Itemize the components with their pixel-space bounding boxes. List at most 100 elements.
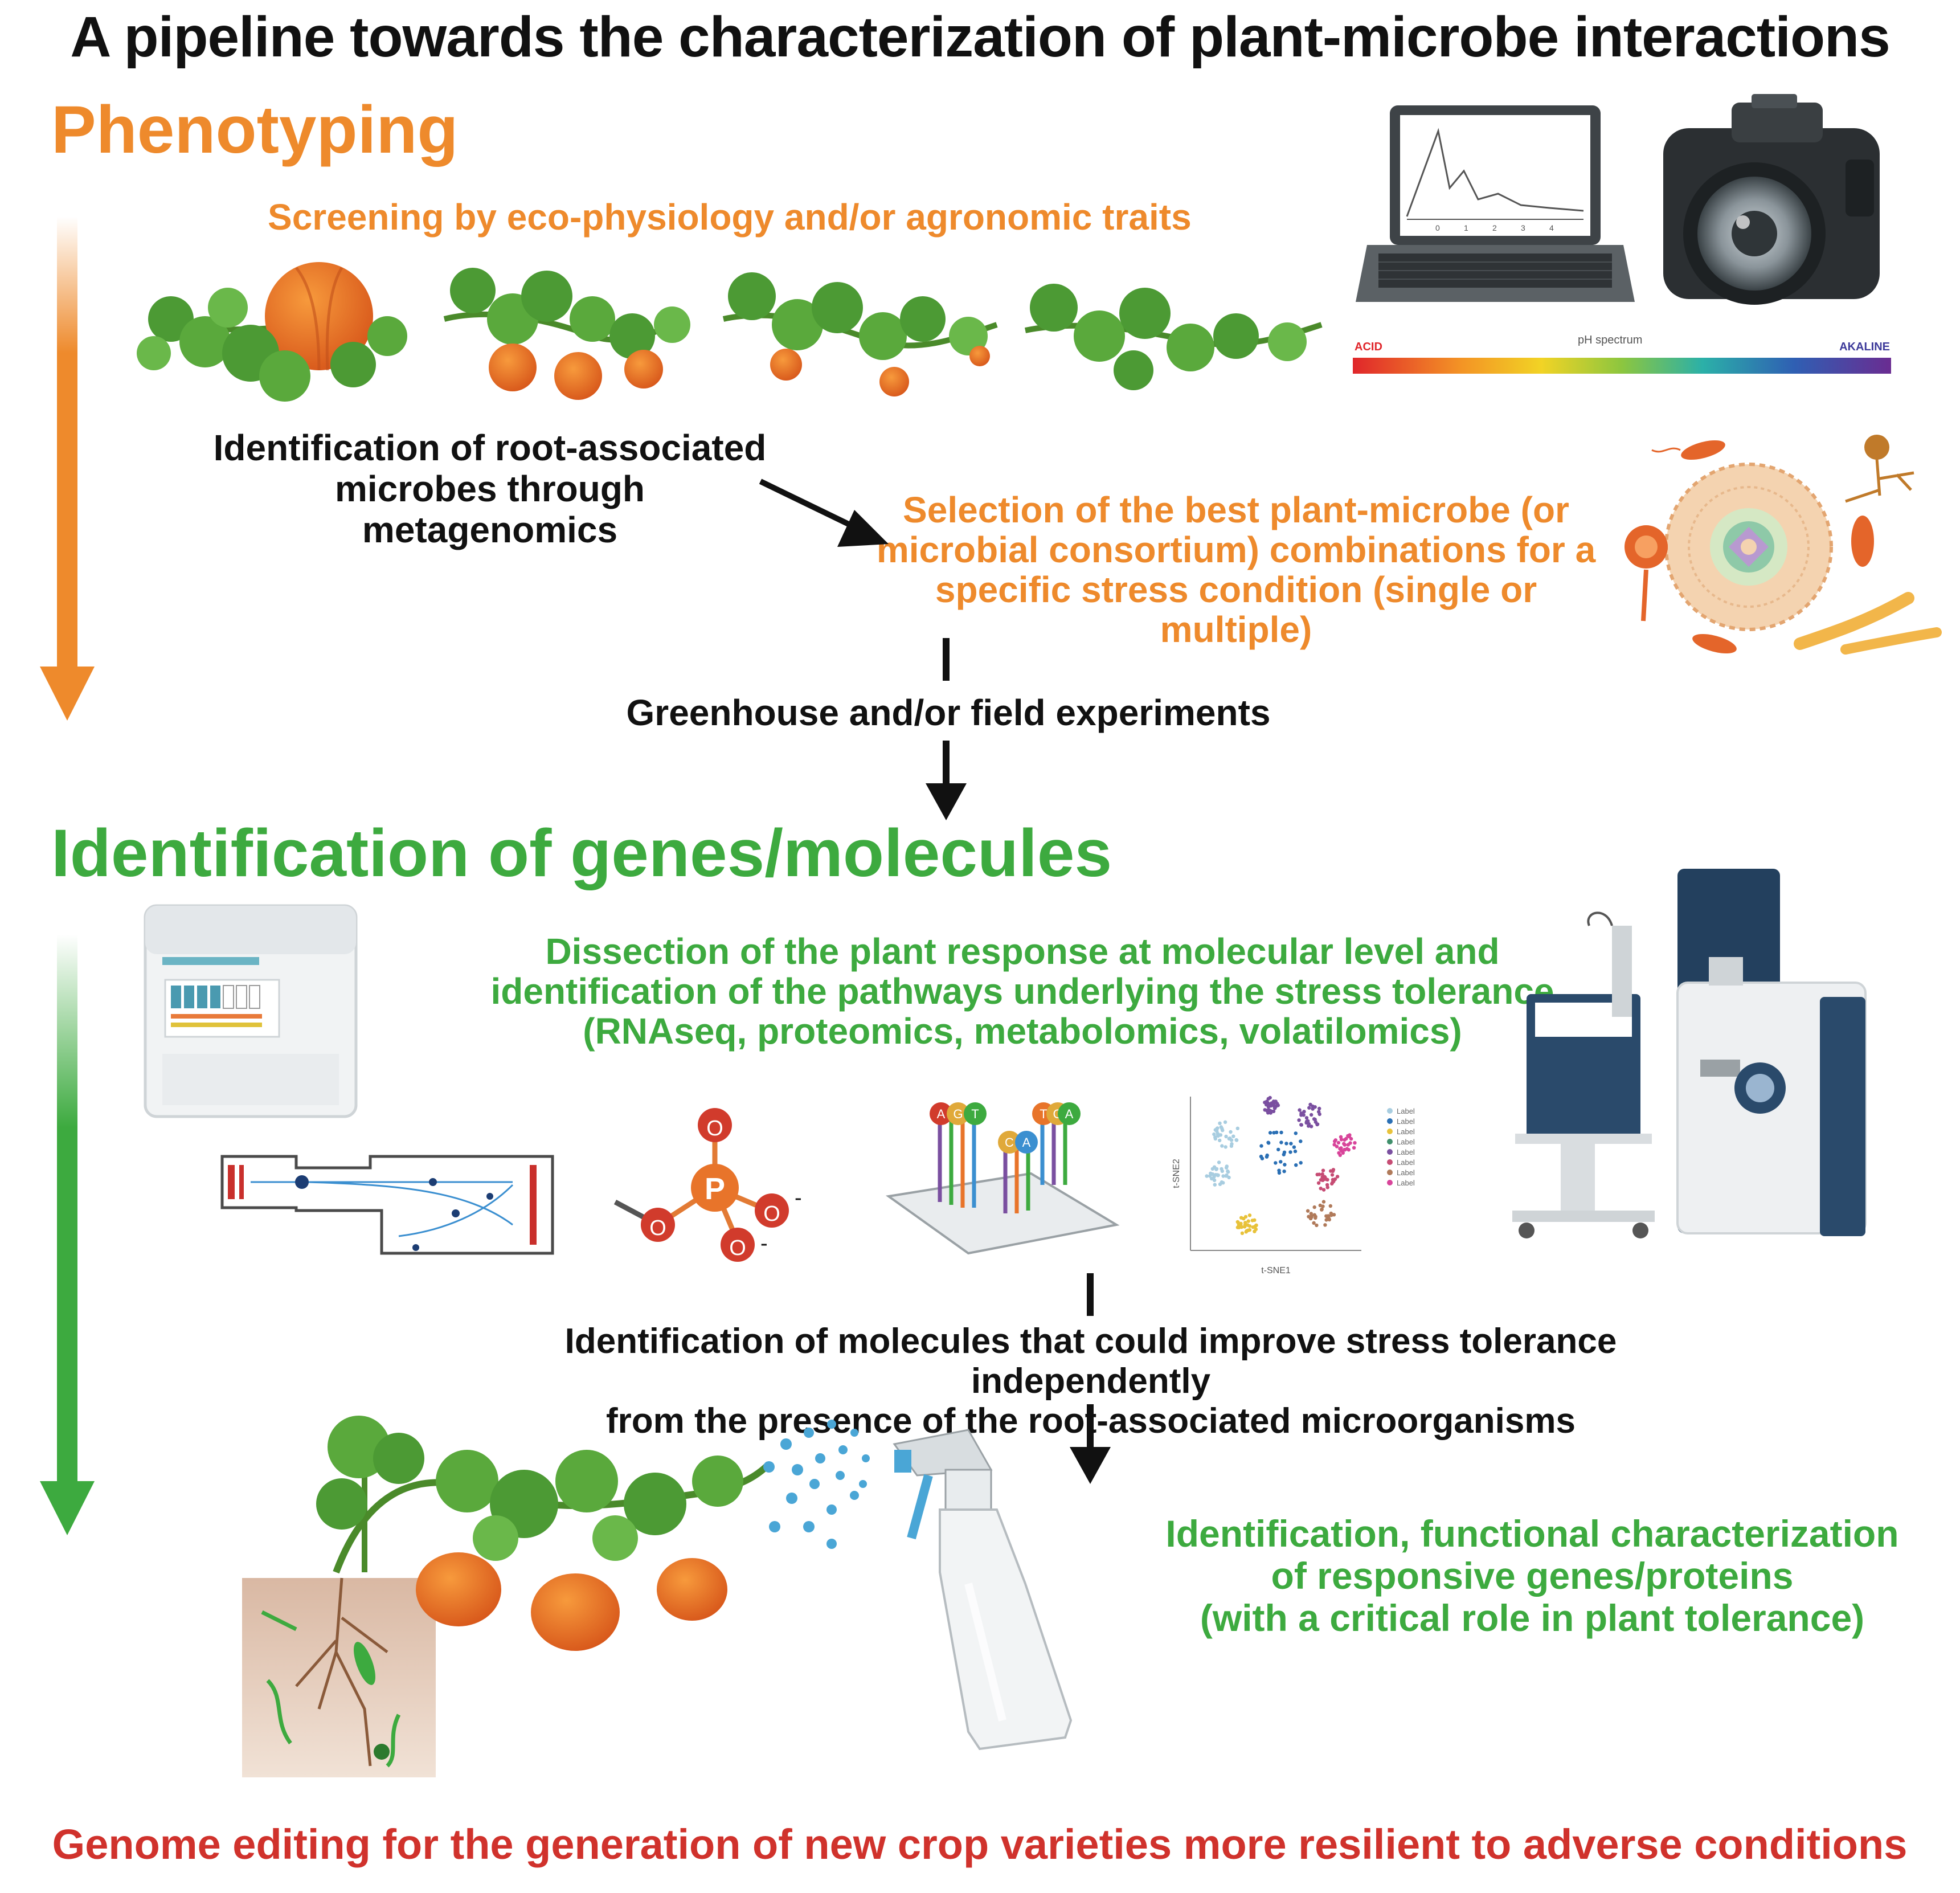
tsne-point — [1317, 1112, 1321, 1117]
camera-icon — [1663, 94, 1880, 305]
tsne-point — [1337, 1151, 1341, 1155]
tsne-point — [1282, 1170, 1286, 1174]
base-label-6: T — [1040, 1107, 1047, 1121]
tsne-legend-label: Label — [1397, 1168, 1415, 1177]
tsne-point — [1304, 1116, 1309, 1120]
tsne-point — [1213, 1136, 1217, 1141]
tsne-point — [1332, 1143, 1336, 1147]
tsne-legend-label: Label — [1397, 1179, 1415, 1187]
tsne-point — [1247, 1213, 1252, 1217]
functional-text: Identification, functional characterizat… — [1162, 1512, 1902, 1639]
tsne-point — [1225, 1173, 1229, 1177]
selection-line-2: microbial consortium) combinations for a — [876, 529, 1596, 570]
tsne-legend-label: Label — [1397, 1117, 1415, 1126]
tsne-point — [1293, 1149, 1298, 1154]
pumpkin-plant-large — [316, 1416, 772, 1651]
base-label-3: T — [971, 1107, 979, 1121]
tsne-point — [1265, 1153, 1269, 1158]
tsne-legend-label: Label — [1397, 1107, 1415, 1115]
laptop-tick-1: 1 — [1464, 223, 1468, 232]
oxygen-label-bottom: O — [729, 1236, 746, 1260]
tsne-point — [1321, 1168, 1325, 1172]
tsne-point — [1250, 1219, 1254, 1223]
tsne-point — [1319, 1187, 1323, 1191]
tsne-legend-label: Label — [1397, 1138, 1415, 1146]
tsne-point — [1216, 1133, 1220, 1137]
tsne-point — [1266, 1101, 1270, 1106]
pumpkin-plant-2 — [443, 268, 690, 400]
tsne-point — [1266, 1097, 1270, 1101]
tsne-point — [1283, 1163, 1287, 1167]
root-cross-section-icon — [1625, 435, 1942, 655]
tsne-point — [1314, 1216, 1317, 1220]
tsne-point — [1292, 1145, 1296, 1149]
tsne-point — [1316, 1181, 1321, 1185]
tsne-point — [1239, 1216, 1243, 1220]
tsne-point — [1210, 1167, 1214, 1171]
tsne-legend-label: Label — [1397, 1158, 1415, 1167]
tsne-point — [1321, 1188, 1326, 1192]
tsne-legend-swatch — [1387, 1180, 1393, 1185]
metagenomics-line-1: Identification of root-associated — [213, 427, 767, 468]
tsne-point — [1218, 1121, 1222, 1126]
tsne-point — [1212, 1175, 1216, 1179]
base-label-5: A — [1022, 1135, 1031, 1150]
ph-acid-label: ACID — [1355, 341, 1382, 353]
tsne-point — [1216, 1126, 1220, 1130]
tsne-point — [1231, 1134, 1235, 1138]
tsne-point — [1213, 1183, 1217, 1187]
genes-molecules-heading: Identification of genes/molecules — [51, 816, 1112, 891]
tsne-legend-swatch — [1387, 1149, 1393, 1155]
tsne-legend-swatch — [1387, 1170, 1393, 1175]
tsne-point — [1242, 1225, 1247, 1229]
phenotyping-heading: Phenotyping — [51, 92, 459, 167]
tsne-point — [1246, 1219, 1250, 1223]
tsne-point — [1339, 1147, 1343, 1151]
tsne-point — [1219, 1125, 1223, 1129]
tsne-point — [1237, 1223, 1241, 1227]
tsne-point — [1312, 1221, 1316, 1225]
tsne-point — [1325, 1177, 1329, 1182]
sequencer-lanes — [171, 985, 262, 1027]
mass-spectrometer-icon — [1512, 869, 1867, 1238]
tsne-point — [1310, 1113, 1314, 1117]
tsne-point — [1343, 1143, 1347, 1147]
experiments-text: Greenhouse and/or field experiments — [626, 692, 1271, 733]
tsne-point — [1268, 1109, 1272, 1113]
selection-text: Selection of the best plant-microbe (or … — [866, 490, 1606, 649]
tsne-point — [1312, 1117, 1316, 1121]
tsne-point — [1220, 1169, 1224, 1173]
tsne-point — [1259, 1154, 1263, 1159]
tsne-point — [1331, 1177, 1335, 1181]
soil-roots-icon — [242, 1577, 436, 1777]
tsne-point — [1274, 1104, 1278, 1109]
tsne-point — [1221, 1181, 1225, 1185]
tsne-point — [1298, 1108, 1302, 1112]
tsne-point — [1345, 1147, 1349, 1151]
tsne-point — [1318, 1203, 1322, 1208]
tsne-point — [1308, 1102, 1312, 1107]
page-title: A pipeline towards the characterization … — [70, 5, 1891, 69]
tsne-point — [1306, 1209, 1310, 1213]
tsne-point — [1294, 1163, 1298, 1167]
tsne-legend-swatch — [1387, 1139, 1393, 1144]
dissection-line-1: Dissection of the plant response at mole… — [545, 931, 1500, 972]
tsne-point — [1215, 1129, 1219, 1134]
greenhouse-connector — [926, 638, 967, 820]
tsne-y-label: t-SNE2 — [1172, 1159, 1181, 1188]
laptop-tick-0: 0 — [1435, 223, 1440, 232]
dissection-text: Dissection of the plant response at mole… — [467, 931, 1578, 1051]
functional-line-2: of responsive genes/proteins — [1271, 1555, 1794, 1597]
tsne-point — [1346, 1143, 1350, 1147]
tsne-point — [1330, 1181, 1334, 1186]
tsne-point — [1235, 1126, 1239, 1131]
phosphate-molecule-icon: P O O O - O - — [613, 1108, 802, 1262]
tsne-point — [1269, 1103, 1274, 1107]
tsne-point — [1247, 1228, 1252, 1232]
tsne-point — [1319, 1178, 1323, 1182]
tsne-point — [1268, 1131, 1272, 1135]
tsne-point — [1325, 1185, 1329, 1189]
tsne-point — [1226, 1169, 1230, 1174]
tsne-point — [1282, 1150, 1287, 1155]
dissection-line-2: identification of the pathways underlyin… — [490, 971, 1554, 1012]
